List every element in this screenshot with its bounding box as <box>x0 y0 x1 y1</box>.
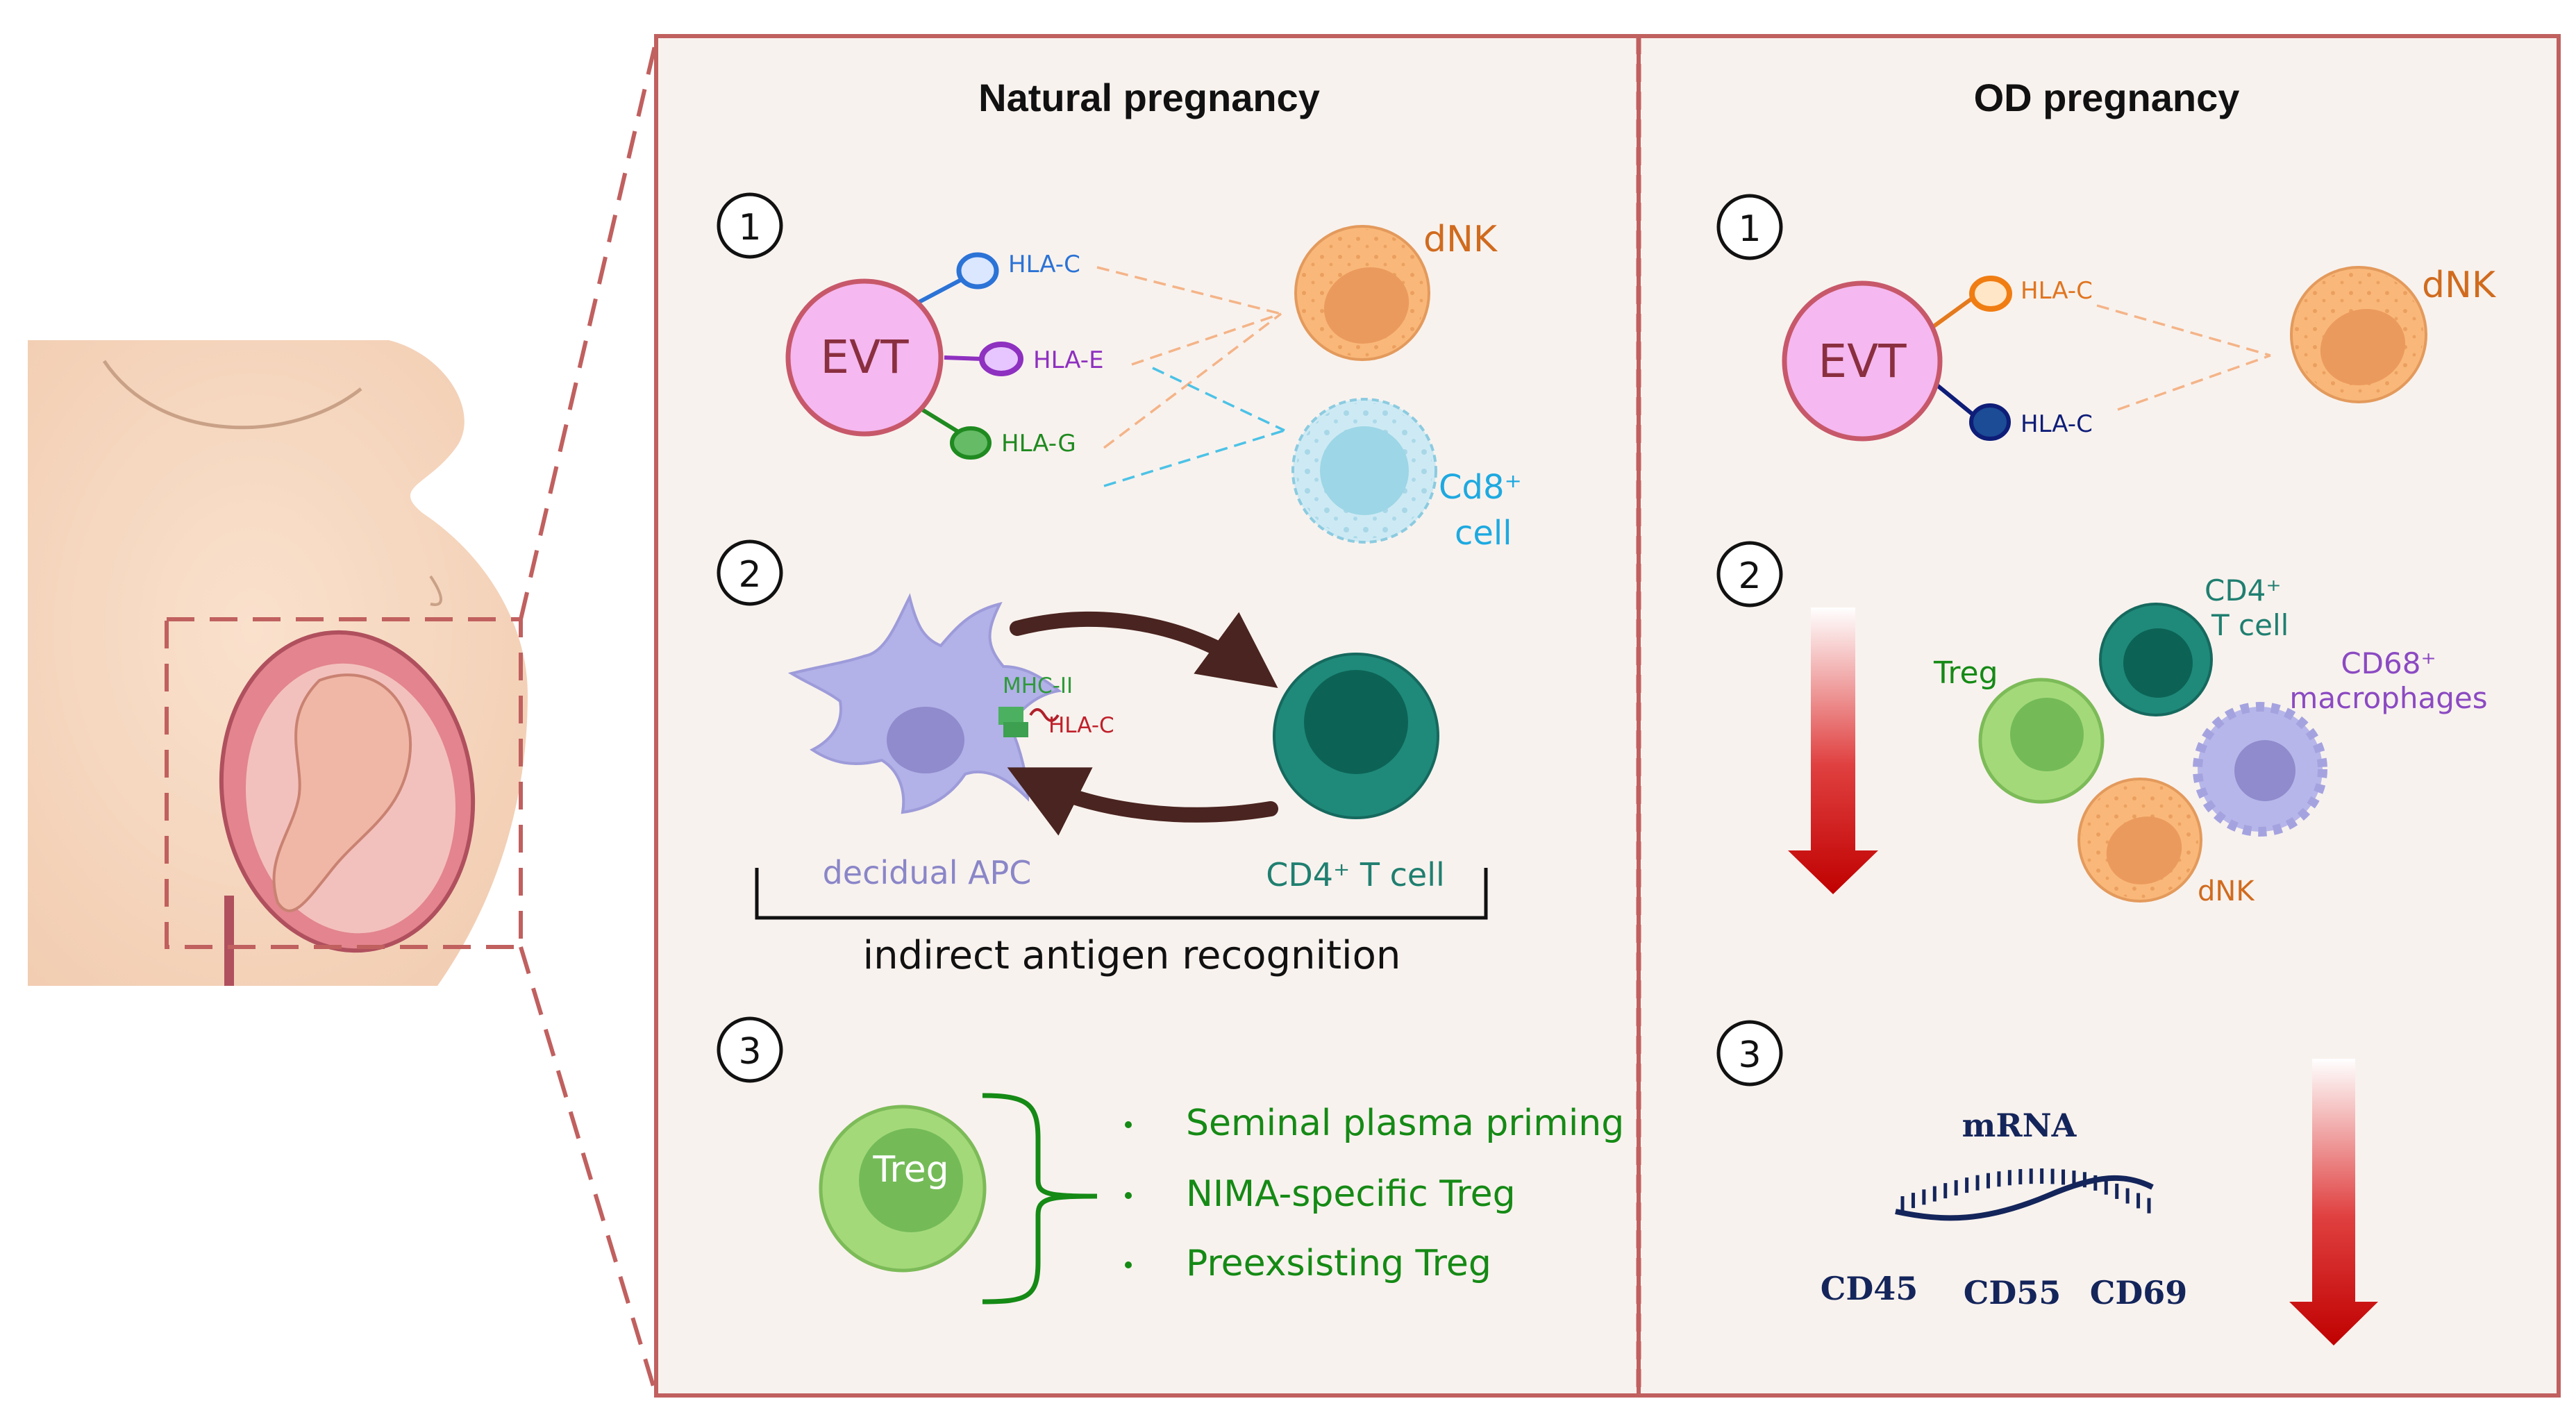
mhc-ii-block-1 <box>998 707 1023 725</box>
od-evt-label: EVT <box>1818 335 1907 388</box>
hla-g-receptor <box>950 426 992 460</box>
step-3-badge <box>717 1016 783 1083</box>
hla-c-peptide <box>1029 708 1060 722</box>
od-step3-decrease-arrow <box>2289 1059 2378 1345</box>
od-dnk2-label: dNK <box>2198 875 2255 907</box>
evt-cell <box>785 278 944 437</box>
od-evt-cell <box>1782 280 1943 442</box>
mrna-bases <box>1900 1168 2151 1214</box>
od-hla-c-bottom-stalk <box>1936 383 1977 419</box>
apc-to-cd4-arrow <box>1010 611 1278 689</box>
od-hla-c-top-stalk <box>1932 296 1973 328</box>
treg-label: Treg <box>872 1149 948 1191</box>
bullet-dot <box>1125 1192 1132 1199</box>
od-pregnancy-title: OD pregnancy <box>1974 76 2240 119</box>
natural-pregnancy-title: Natural pregnancy <box>978 76 1320 119</box>
hla-c-apc-label: HLA-C <box>1048 713 1114 738</box>
hla-c-receptor <box>956 252 999 290</box>
bullet-item-3: Preexsisting Treg <box>1186 1243 1491 1284</box>
bullet-item-2: NIMA-specific Treg <box>1186 1173 1516 1215</box>
cd69-label: CD69 <box>2090 1274 2188 1311</box>
od-hla-c-top-label: HLA-C <box>2021 277 2093 305</box>
hla-g-label: HLA-G <box>1001 430 1076 458</box>
dnk-label: dNK <box>1423 219 1498 260</box>
pregnant-woman-illustration <box>28 340 528 986</box>
od-hla-c-top-receptor <box>1969 276 2012 312</box>
step-3-number: 3 <box>738 1031 761 1073</box>
bullet-dot <box>1125 1261 1132 1268</box>
od-interaction-lines <box>2096 304 2271 411</box>
zoom-box <box>165 617 523 949</box>
step-1-badge <box>717 192 783 259</box>
hla-e-receptor <box>979 342 1023 376</box>
step-1-number: 1 <box>738 207 761 249</box>
treg-nucleus <box>859 1128 963 1232</box>
cd4-t-cell-label: CD4⁺ T cell <box>1266 856 1445 894</box>
fetus <box>272 673 412 912</box>
cd8-label-line1: Cd8⁺ <box>1439 468 1522 507</box>
treg-mechanism-list: Seminal plasma priming NIMA-specific Tre… <box>1125 1102 1624 1284</box>
od-step-1-number: 1 <box>1738 208 1761 250</box>
navel <box>429 575 442 606</box>
od-step-3-number: 3 <box>1738 1034 1761 1076</box>
mhc-ii-label: MHC-II <box>1003 673 1073 698</box>
od-step2-decrease-arrow <box>1788 607 1878 894</box>
cd55-label: CD55 <box>1964 1274 2061 1311</box>
od-hla-c-bottom-receptor <box>1969 403 2011 441</box>
od-cd68-label-line1: CD68⁺ <box>2341 646 2436 680</box>
od-treg-label: Treg <box>1933 655 1998 691</box>
natural-interaction-lines <box>1096 266 1285 487</box>
hla-e-label: HLA-E <box>1033 346 1104 374</box>
cd8-nucleus <box>1320 426 1409 515</box>
od-step-3-badge <box>1716 1020 1783 1087</box>
apc-nucleus <box>887 707 964 773</box>
cd4-to-apc-arrow <box>1007 767 1278 836</box>
od-dnk-label: dNK <box>2422 265 2497 306</box>
cd4-nucleus <box>1304 670 1408 774</box>
cd8-label-line2: cell <box>1455 514 1512 553</box>
od-dnk-nucleus <box>2320 309 2406 385</box>
od-cd4-label-line1: CD4⁺ <box>2205 573 2282 607</box>
bullet-item-1: Seminal plasma priming <box>1186 1102 1624 1144</box>
cd45-label: CD45 <box>1821 1270 1918 1307</box>
dnk-nucleus <box>1323 267 1410 344</box>
mhc-ii-block-2 <box>1003 722 1028 737</box>
bullet-dot <box>1125 1121 1132 1128</box>
evt-label: EVT <box>820 330 909 384</box>
od-dnk2-nucleus <box>2106 816 2182 884</box>
od-cd68-label-line2: macrophages <box>2289 681 2487 715</box>
zoom-connector-top <box>519 40 658 620</box>
od-cd4-nucleus <box>2123 628 2193 698</box>
decidual-apc-label: decidual APC <box>823 854 1032 891</box>
step-2-badge <box>717 539 783 606</box>
treg-brace <box>982 1093 1098 1305</box>
mrna-label: mRNA <box>1962 1107 2077 1144</box>
od-macrophage-nucleus <box>2234 740 2295 801</box>
mrna-strand <box>1895 1168 2154 1221</box>
indirect-bracket <box>755 868 1488 920</box>
hla-c-label: HLA-C <box>1008 251 1080 278</box>
od-step-1-badge <box>1716 194 1783 260</box>
od-step-2-number: 2 <box>1738 555 1761 597</box>
breast-line <box>102 360 362 430</box>
indirect-recognition-label: indirect antigen recognition <box>863 933 1401 978</box>
od-cd4-label-line2: T cell <box>2211 608 2289 642</box>
natural-pregnancy-panel <box>654 34 1641 1398</box>
od-treg-nucleus <box>2010 698 2084 771</box>
zoom-connector-bottom <box>519 946 658 1396</box>
od-step-2-badge <box>1716 541 1783 607</box>
hla-e-stalk <box>944 355 983 361</box>
step-2-number: 2 <box>738 554 761 596</box>
od-hla-c-bottom-label: HLA-C <box>2021 410 2093 438</box>
